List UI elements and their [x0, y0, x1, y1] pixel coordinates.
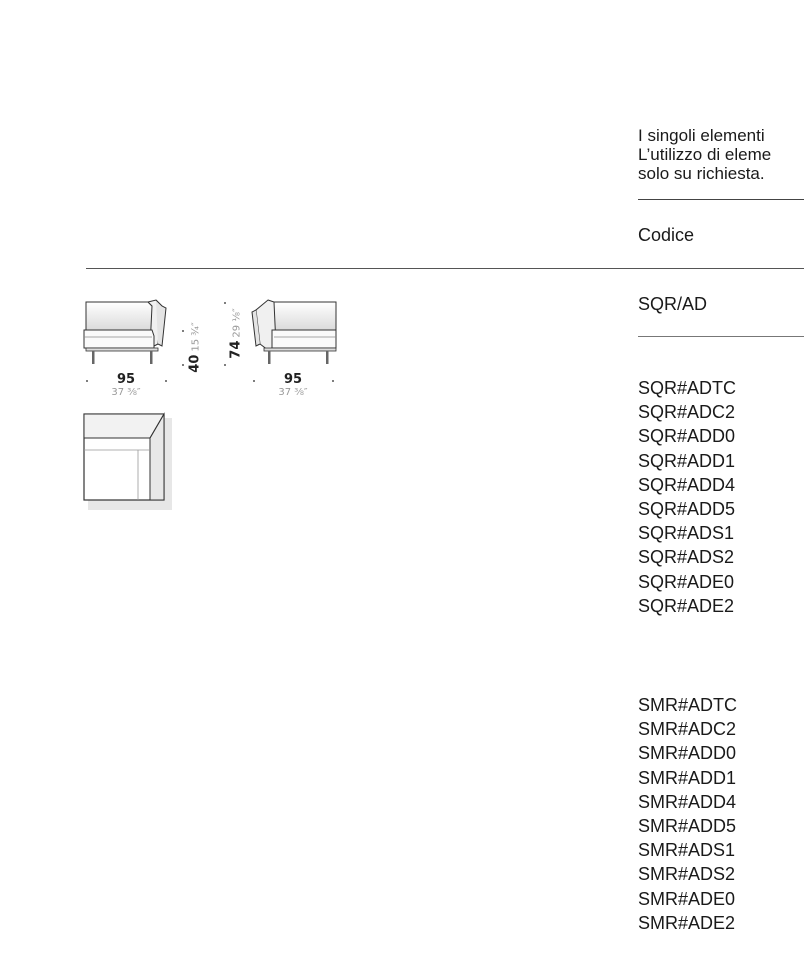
code-item: SQR#ADTC — [638, 378, 737, 398]
code-item: SMR#ADE2 — [638, 912, 736, 933]
sofa-side-view-drawing — [251, 299, 337, 364]
code-item: SMR#ADD4 — [638, 791, 737, 812]
code-item: SQR#ADE0 — [638, 571, 735, 592]
code-item: SMR#ADD1 — [638, 767, 737, 788]
header-divider — [86, 268, 804, 269]
sofa-front-view-drawing — [83, 299, 167, 364]
code-item: SQR#ADD0 — [638, 426, 736, 447]
code-item: SMR#ADD5 — [638, 816, 737, 837]
code-item: SQR#ADS2 — [638, 547, 735, 568]
front-width-in: 37 ⅜″ — [111, 387, 141, 398]
code-item: SQR#ADD1 — [638, 450, 736, 471]
front-width-dimension: 95 37 ⅜″ — [100, 372, 152, 399]
side-width-in: 37 ⅜″ — [278, 387, 308, 398]
dimension-dot — [165, 380, 167, 382]
total-height-dimension: 74 29 ⅛″ — [225, 304, 244, 364]
code-item: SMR#ADS2 — [638, 864, 736, 885]
code-item: SQR#ADE2 — [638, 595, 735, 616]
code-item: SMR#ADE0 — [638, 888, 736, 909]
front-width-cm: 95 — [116, 372, 136, 387]
code-item: SMR#ADC2 — [638, 719, 737, 740]
seat-height-dimension: 40 15 ¾″ — [184, 318, 203, 378]
dimension-dot — [182, 330, 184, 332]
dimension-dot — [224, 364, 226, 366]
intro-line-2: L’utilizzo di eleme — [638, 145, 772, 164]
dimension-dot — [86, 380, 88, 382]
total-height-cm: 74 — [228, 340, 244, 359]
code-item: SQR#ADD5 — [638, 499, 736, 520]
intro-line-1: I singoli elementi — [638, 126, 765, 145]
code-item: SQR#ADD4 — [638, 474, 736, 495]
seat-height-cm: 40 — [187, 354, 203, 373]
code-item: SMR#ADD0 — [638, 743, 737, 764]
model-code: SQR/AD — [638, 294, 708, 314]
intro-divider — [638, 199, 804, 200]
total-height-in: 29 ⅛″ — [231, 308, 243, 338]
sqr-code-list: SQR#ADTC SQR#ADC2 SQR#ADD0 SQR#ADD1 SQR#… — [638, 376, 736, 618]
seat-height-in: 15 ¾″ — [190, 322, 202, 352]
model-divider — [638, 336, 804, 337]
sofa-top-view-drawing — [83, 412, 172, 510]
column-header-code: Codice — [638, 225, 695, 245]
intro-text: I singoli elementi L’utilizzo di eleme s… — [638, 126, 804, 183]
smr-code-list: SMR#ADTC SMR#ADC2 SMR#ADD0 SMR#ADD1 SMR#… — [638, 693, 737, 935]
code-item: SQR#ADC2 — [638, 402, 736, 423]
side-width-dimension: 95 37 ⅜″ — [267, 372, 319, 399]
dimension-dot — [224, 302, 226, 304]
code-item: SMR#ADTC — [638, 695, 738, 715]
side-width-cm: 95 — [283, 372, 303, 387]
dimension-dot — [332, 380, 334, 382]
intro-line-3: solo su richiesta. — [638, 164, 765, 183]
code-item: SMR#ADS1 — [638, 840, 736, 861]
code-item: SQR#ADS1 — [638, 523, 735, 544]
dimension-dot — [182, 364, 184, 366]
dimension-dot — [253, 380, 255, 382]
